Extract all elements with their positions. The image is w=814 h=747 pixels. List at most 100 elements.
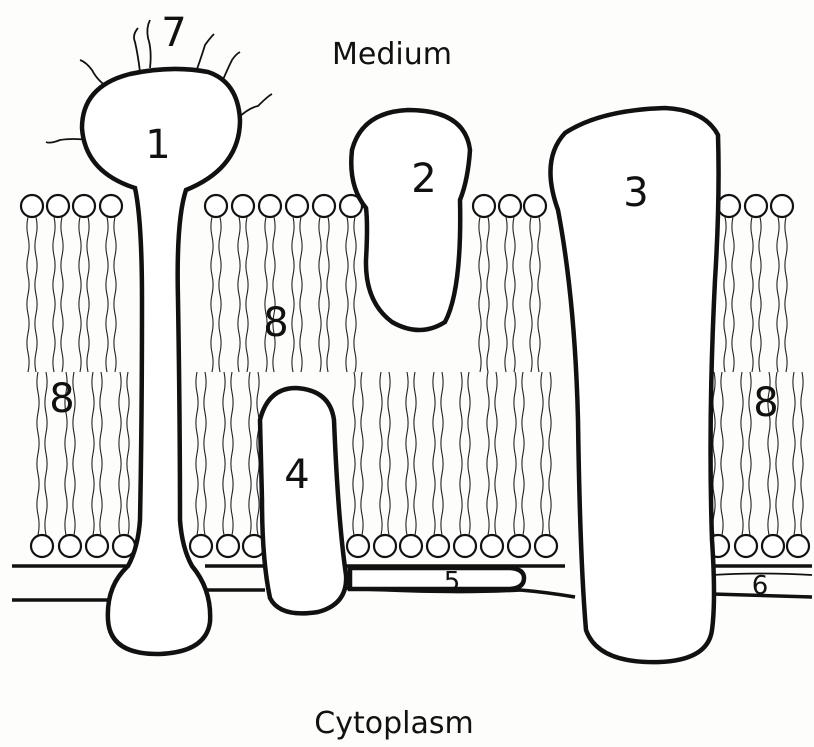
lipid-tail	[92, 372, 94, 535]
lipid-tail	[468, 372, 470, 535]
lipid-tail	[549, 372, 551, 535]
label-medium: Medium	[332, 37, 452, 72]
lipid-tail	[388, 372, 390, 535]
lipid-tail	[505, 217, 507, 372]
lipid-tail	[487, 217, 489, 372]
lipid-head	[499, 195, 521, 217]
lipid-tail	[196, 372, 198, 535]
lipid-head	[59, 535, 81, 557]
lipid-tail	[513, 217, 515, 372]
lipid-tail	[106, 217, 108, 372]
label-protein-5: 5	[444, 567, 461, 597]
lipid-head	[86, 535, 108, 557]
lipid-tail	[721, 372, 723, 535]
lipid-head	[771, 195, 793, 217]
lipid-tail	[231, 372, 233, 535]
lipid-tail	[327, 217, 329, 372]
lipid-tail	[479, 217, 481, 372]
label-lipid-left: 8	[49, 376, 74, 422]
lipid-head	[347, 535, 369, 557]
lipid-tail	[354, 217, 356, 372]
lipid-tail	[460, 372, 462, 535]
lipid-tail	[300, 217, 302, 372]
lipid-head	[205, 195, 227, 217]
lipid-head	[73, 195, 95, 217]
lipid-tail	[751, 217, 753, 372]
peripheral-protein-5	[350, 568, 524, 589]
lipid-tail	[211, 217, 213, 372]
lipid-tail	[219, 217, 221, 372]
lipid-head	[190, 535, 212, 557]
lipid-tail	[741, 372, 743, 535]
lipid-tail	[777, 217, 779, 372]
label-protein-4: 4	[284, 452, 309, 498]
lipid-tail	[380, 372, 382, 535]
lipid-head	[473, 195, 495, 217]
lipid-tail	[801, 372, 803, 535]
lipid-tail	[319, 217, 321, 372]
lipid-head	[100, 195, 122, 217]
label-protein-1: 1	[145, 122, 170, 168]
lipid-head	[427, 535, 449, 557]
lipid-tail	[87, 217, 89, 372]
lipid-tail	[114, 217, 116, 372]
lipid-head	[481, 535, 503, 557]
lipid-tail	[238, 217, 240, 372]
lipid-head	[762, 535, 784, 557]
lipid-tail	[292, 217, 294, 372]
lipid-tail	[414, 372, 416, 535]
label-lipid-middle: 8	[263, 300, 288, 346]
lipid-tail	[759, 217, 761, 372]
lipid-tail	[522, 372, 524, 535]
lipid-head	[31, 535, 53, 557]
lipid-tail	[487, 372, 489, 535]
lipid-tail	[785, 217, 787, 372]
label-protein-6: 6	[752, 571, 769, 601]
lipid-head	[259, 195, 281, 217]
lipid-head	[508, 535, 530, 557]
lipid-head	[524, 195, 546, 217]
lipid-tail	[346, 217, 348, 372]
lipid-tail	[53, 217, 55, 372]
lipid-tail	[433, 372, 435, 535]
lipid-tail	[541, 372, 543, 535]
lipid-tail	[35, 217, 37, 372]
label-lipid-right: 8	[753, 380, 778, 426]
lipid-head	[232, 195, 254, 217]
lipid-tail	[37, 372, 39, 535]
lipid-tail	[265, 217, 267, 372]
label-cytoplasm: Cytoplasm	[314, 706, 473, 741]
lipid-head	[745, 195, 767, 217]
lipid-tail	[732, 217, 734, 372]
lipid-head	[787, 535, 809, 557]
lipid-head	[718, 195, 740, 217]
lipid-tail	[100, 372, 102, 535]
lipid-tail	[514, 372, 516, 535]
lipid-head	[217, 535, 239, 557]
protein-2	[351, 110, 470, 330]
lipid-tail	[793, 372, 795, 535]
lipid-tail	[495, 372, 497, 535]
lipid-head	[535, 535, 557, 557]
lipid-tail	[441, 372, 443, 535]
lipid-tail	[353, 372, 355, 535]
label-protein-3: 3	[623, 170, 648, 216]
lipid-head	[454, 535, 476, 557]
lipid-tail	[127, 372, 129, 535]
lipid-head	[47, 195, 69, 217]
lipid-tail	[530, 217, 532, 372]
lipid-tail	[45, 372, 47, 535]
lipid-head	[21, 195, 43, 217]
lipid-tail	[273, 217, 275, 372]
lipid-tail	[204, 372, 206, 535]
lipid-tail	[538, 217, 540, 372]
lipid-head	[313, 195, 335, 217]
lipid-tail	[406, 372, 408, 535]
lipid-tail	[724, 217, 726, 372]
lipid-head	[374, 535, 396, 557]
lipid-head	[286, 195, 308, 217]
lipid-tail	[27, 217, 29, 372]
lipid-tail	[61, 217, 63, 372]
